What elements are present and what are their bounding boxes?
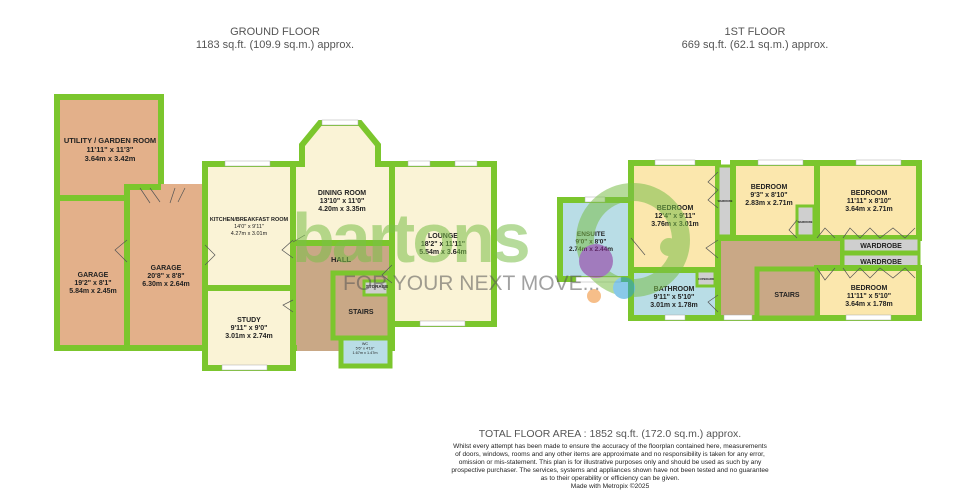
bartons-watermark: bartons FOR YOUR NEXT MOVE... bbox=[292, 183, 690, 303]
footer: TOTAL FLOOR AREA : 1852 sq.ft. (172.0 sq… bbox=[420, 428, 800, 491]
room-storage bbox=[362, 279, 390, 297]
watermark-dot-blue bbox=[613, 277, 635, 299]
room-stairs-first bbox=[754, 266, 820, 321]
label-wardrobe-1: WARDROBE bbox=[860, 243, 902, 250]
label-wardrobe-4: WARDROBE bbox=[798, 221, 813, 224]
room-garage-1 bbox=[54, 195, 130, 351]
watermark-brand: bartons bbox=[292, 199, 529, 277]
label-cupboard: CUPBOARD bbox=[698, 277, 714, 281]
watermark-dot-purple bbox=[579, 244, 613, 278]
room-bedroom-3 bbox=[814, 159, 922, 241]
disclaimer-line: omission or mis-statement. This plan is … bbox=[458, 459, 762, 466]
watermark-tagline: FOR YOUR NEXT MOVE... bbox=[343, 272, 600, 295]
wardrobes bbox=[841, 236, 921, 270]
first-floor-area: 669 sq.ft. (62.1 sq.m.) approx. bbox=[681, 39, 829, 51]
disclaimer-line: Whilst every attempt has been made to en… bbox=[453, 443, 767, 450]
made-with-credit: Made with Metropix ©2025 bbox=[570, 483, 650, 490]
door-swings bbox=[114, 187, 393, 313]
disclaimer-line: as to their operability or efficiency ca… bbox=[540, 475, 680, 482]
disclaimer-line: prospective purchaser. The services, sys… bbox=[451, 467, 769, 474]
total-floor-area: TOTAL FLOOR AREA : 1852 sq.ft. (172.0 sq… bbox=[478, 428, 742, 440]
label-stairs-first: STAIRS bbox=[774, 292, 799, 299]
first-floor-title: 1ST FLOOR bbox=[724, 26, 786, 38]
label-hall: HALL bbox=[331, 255, 351, 264]
room-bedroom-2 bbox=[730, 159, 820, 241]
door-swings-first bbox=[630, 171, 916, 313]
room-study bbox=[202, 285, 296, 371]
ground-floor-area: 1183 sq.ft. (109.9 sq.m.) approx. bbox=[195, 39, 355, 51]
first-floor-header: 1ST FLOOR 669 sq.ft. (62.1 sq.m.) approx… bbox=[640, 26, 870, 52]
disclaimer: Whilst every attempt has been made to en… bbox=[420, 443, 800, 483]
ground-floor-header: GROUND FLOOR 1183 sq.ft. (109.9 sq.m.) a… bbox=[150, 26, 400, 52]
room-utility bbox=[54, 94, 164, 201]
room-wc bbox=[338, 335, 393, 369]
room-lounge bbox=[389, 160, 497, 327]
label-wardrobe-3: WARDROBE bbox=[718, 200, 733, 203]
disclaimer-line: of doors, windows, rooms and any other i… bbox=[455, 451, 765, 458]
label-wardrobe-2: WARDROBE bbox=[860, 259, 902, 266]
ground-floor-title: GROUND FLOOR bbox=[230, 26, 320, 38]
watermark-dot-orange bbox=[587, 289, 601, 303]
label-storage: STORAGE bbox=[366, 284, 388, 289]
label-stairs-ground: STAIRS bbox=[348, 309, 373, 316]
